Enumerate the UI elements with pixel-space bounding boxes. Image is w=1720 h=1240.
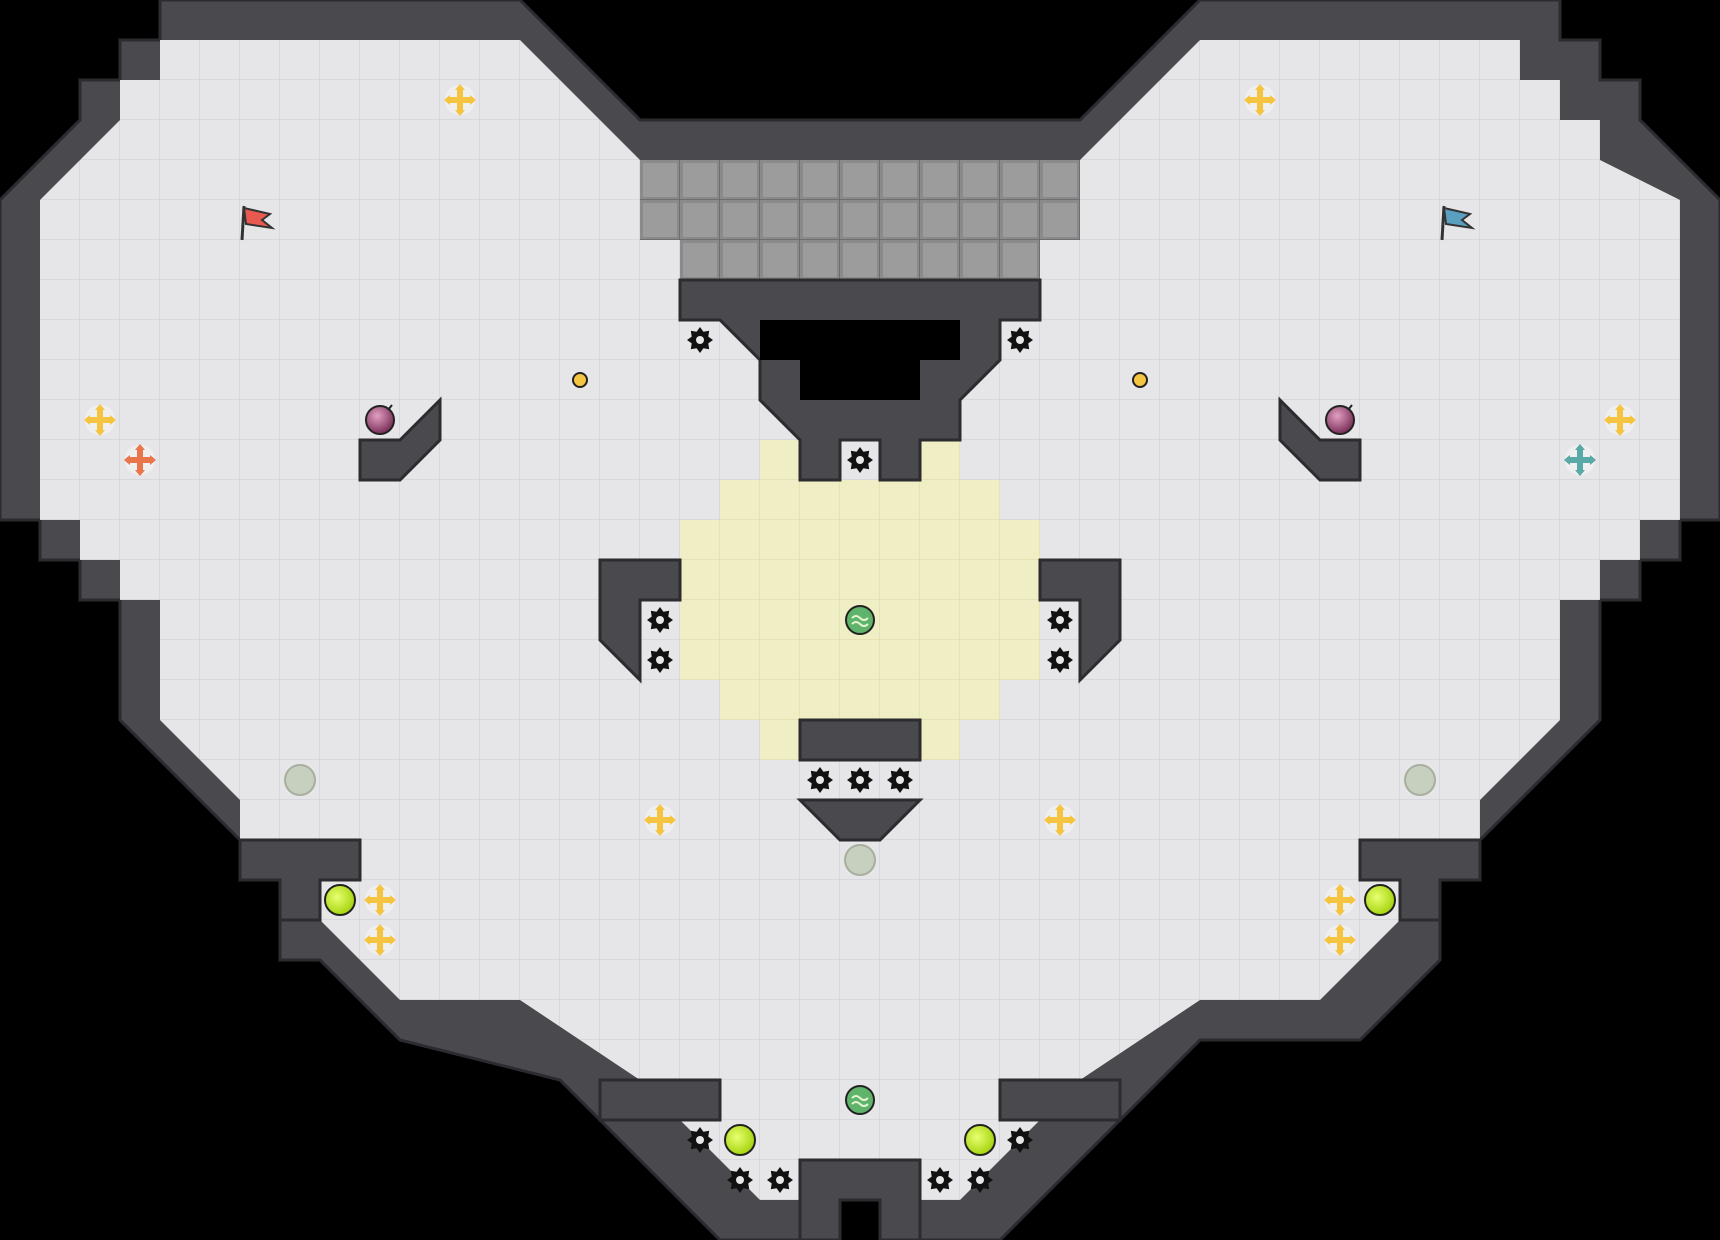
- left-wedge-wall: [358, 396, 442, 482]
- left-ledge-wall: [238, 838, 362, 922]
- bottom-right-ledge-wall: [998, 1078, 1122, 1122]
- boost-icon: [364, 924, 396, 956]
- center-wedge-wall: [796, 798, 924, 842]
- boost-icon: [124, 444, 156, 476]
- bottom-left-ledge-wall: [598, 1078, 722, 1122]
- portal-icon: [284, 764, 316, 796]
- neutral-ball-icon: [845, 605, 875, 635]
- boost-icon: [644, 804, 676, 836]
- boost-icon: [444, 84, 476, 116]
- spike-icon: [1007, 327, 1033, 353]
- powerup-icon: [1364, 884, 1396, 916]
- bomb-icon: [365, 404, 395, 435]
- spike-icon: [647, 647, 673, 673]
- spike-icon: [687, 327, 713, 353]
- red-flag-icon: [240, 205, 276, 241]
- spike-icon: [687, 1127, 713, 1153]
- boost-icon: [1564, 444, 1596, 476]
- boost-icon: [1044, 804, 1076, 836]
- bottom-center-wall: [798, 1158, 922, 1240]
- spike-icon: [807, 767, 833, 793]
- bottom-notch: [840, 1200, 880, 1240]
- spike-icon: [727, 1167, 753, 1193]
- coin-icon: [1132, 372, 1148, 388]
- black-pit: [760, 320, 960, 400]
- coin-icon: [572, 372, 588, 388]
- boost-icon: [1324, 884, 1356, 916]
- portal-icon: [1404, 764, 1436, 796]
- boost-icon: [1244, 84, 1276, 116]
- boost-icon: [1324, 924, 1356, 956]
- blue-flag-icon: [1440, 205, 1476, 241]
- center-bar-wall: [798, 718, 922, 762]
- spike-icon: [847, 447, 873, 473]
- boost-icon: [364, 884, 396, 916]
- right-wedge-wall: [1278, 396, 1362, 482]
- powerup-icon: [724, 1124, 756, 1156]
- right-ledge-wall: [1358, 838, 1482, 922]
- powerup-icon: [324, 884, 356, 916]
- spike-icon: [1007, 1127, 1033, 1153]
- spike-icon: [927, 1167, 953, 1193]
- boost-icon: [1604, 404, 1636, 436]
- bomb-icon: [1325, 404, 1355, 435]
- boost-icon: [84, 404, 116, 436]
- spike-icon: [887, 767, 913, 793]
- capture-zone: [680, 440, 1040, 760]
- gate: [640, 160, 1080, 280]
- right-bracket-wall: [1038, 558, 1122, 684]
- spike-icon: [767, 1167, 793, 1193]
- powerup-icon: [964, 1124, 996, 1156]
- left-bracket-wall: [598, 558, 682, 684]
- spike-icon: [647, 607, 673, 633]
- portal-icon: [844, 844, 876, 876]
- neutral-ball-icon: [845, 1085, 875, 1115]
- spike-icon: [847, 767, 873, 793]
- spike-icon: [967, 1167, 993, 1193]
- spike-icon: [1047, 647, 1073, 673]
- spike-icon: [1047, 607, 1073, 633]
